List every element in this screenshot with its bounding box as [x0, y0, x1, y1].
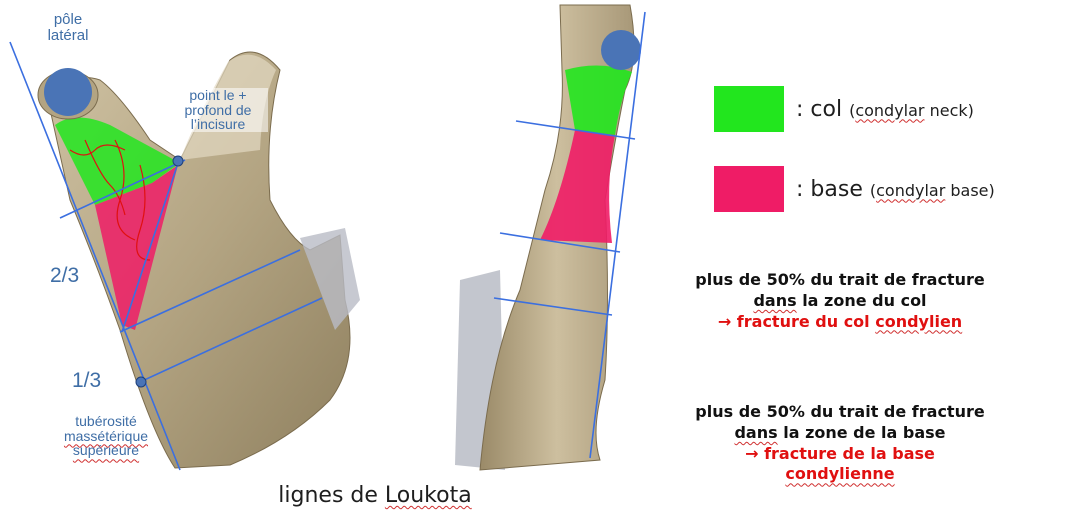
legend-col-swatch [714, 86, 784, 132]
figure-caption: lignes de Loukota [240, 483, 510, 508]
legend-col-text: : col (condylar neck) [796, 97, 974, 122]
label-pole-lateral: pôle latéral [28, 12, 108, 44]
right-col-zone [565, 65, 632, 135]
label-point-profond: point le + profond de l’incisure [168, 88, 268, 132]
legend-base: : base (condylar base) [714, 166, 995, 212]
note-base-fracture: plus de 50% du trait de fracture dans la… [630, 402, 1050, 485]
legend-col: : col (condylar neck) [714, 86, 974, 132]
right-condyle-marker [601, 30, 641, 70]
legend-base-text: : base (condylar base) [796, 177, 995, 202]
label-two-thirds: 2/3 [50, 265, 79, 287]
legend-base-swatch [714, 166, 784, 212]
label-one-third: 1/3 [72, 370, 101, 392]
right-condyle-diagram [0, 0, 700, 480]
note-col-fracture: plus de 50% du trait de fracture dans la… [630, 270, 1050, 332]
label-tuberosite: tubérosité massétérique supérieure [46, 414, 166, 458]
